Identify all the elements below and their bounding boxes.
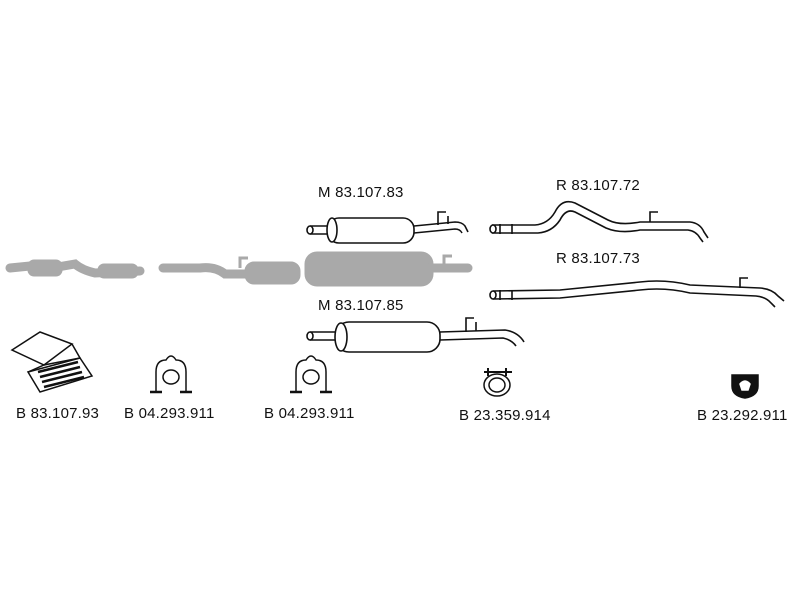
ghost-middle-silencer: [244, 261, 301, 285]
front-muffler-hanger: [437, 211, 449, 225]
label-mounting-kit: B 83.107.93: [16, 405, 100, 422]
label-rear-pipe-lower: R 83.107.73: [556, 250, 640, 267]
front-muffler-end-cap: [326, 217, 338, 243]
hanger-clamp-icon[interactable]: [150, 355, 192, 394]
label-rubber-mount: B 23.292.911: [697, 407, 788, 424]
hanger-clamp-icon[interactable]: [290, 355, 332, 394]
ghost-pre-silencer: [97, 263, 139, 279]
label-hanger-clamp-1: B 04.293.911: [124, 405, 215, 422]
ghost-catalyst: [27, 259, 63, 277]
rear-pipe-lower-tube-a: [492, 280, 785, 302]
box-lid: [10, 331, 74, 366]
rear-muffler-part[interactable]: [306, 317, 525, 353]
rear-pipe-upper-tube-a: [492, 200, 709, 239]
rear-pipe-lower-part[interactable]: [489, 277, 785, 308]
mount-center: [739, 380, 751, 391]
rear-pipe-lower-hanger: [739, 277, 748, 288]
rear-muffler-end-cap: [334, 322, 348, 352]
rear-muffler-outlet: [439, 329, 525, 347]
ghost-hanger: [238, 256, 248, 268]
label-rear-pipe-upper: R 83.107.72: [556, 177, 640, 194]
label-front-muffler: M 83.107.83: [318, 184, 404, 201]
pipe-clamp-icon[interactable]: [483, 368, 512, 397]
clamp-band-inner: [488, 377, 506, 393]
label-hanger-clamp-2: B 04.293.911: [264, 405, 355, 422]
box-contents: [37, 360, 85, 389]
rear-pipe-upper-hanger: [649, 211, 658, 222]
ghost-hanger-rear: [442, 254, 452, 264]
rear-muffler-body: [335, 321, 441, 353]
rear-muffler-inlet-end: [306, 331, 314, 341]
exhaust-system-overview: [5, 251, 473, 287]
rear-pipe-upper-inlet: [489, 224, 497, 234]
ghost-middle-pipe: [158, 263, 253, 279]
front-muffler-outlet: [413, 221, 469, 234]
rear-pipe-lower-inlet: [489, 290, 497, 300]
rear-muffler-hanger: [465, 317, 477, 332]
front-muffler-inlet-end: [306, 225, 314, 235]
mounting-kit-box-icon[interactable]: [10, 331, 94, 393]
front-muffler-part[interactable]: [306, 211, 469, 244]
rear-pipe-upper-tube-b: [492, 210, 704, 243]
clamp-bolt: [484, 368, 512, 376]
rubber-mount-icon[interactable]: [731, 374, 759, 399]
box-front: [26, 357, 94, 393]
rear-pipe-lower-sleeve: [499, 290, 513, 300]
rear-pipe-upper-part[interactable]: [489, 200, 709, 243]
clamp-ring: [302, 369, 320, 385]
ghost-main-muffler: [304, 251, 434, 287]
clamp-ring: [162, 369, 180, 385]
rear-pipe-upper-sleeve: [499, 224, 513, 234]
label-rear-muffler: M 83.107.85: [318, 297, 404, 314]
box-top-opening: [27, 343, 82, 373]
label-pipe-clamp: B 23.359.914: [459, 407, 551, 424]
front-muffler-body: [327, 217, 415, 244]
rear-pipe-lower-tube-b: [492, 288, 776, 308]
